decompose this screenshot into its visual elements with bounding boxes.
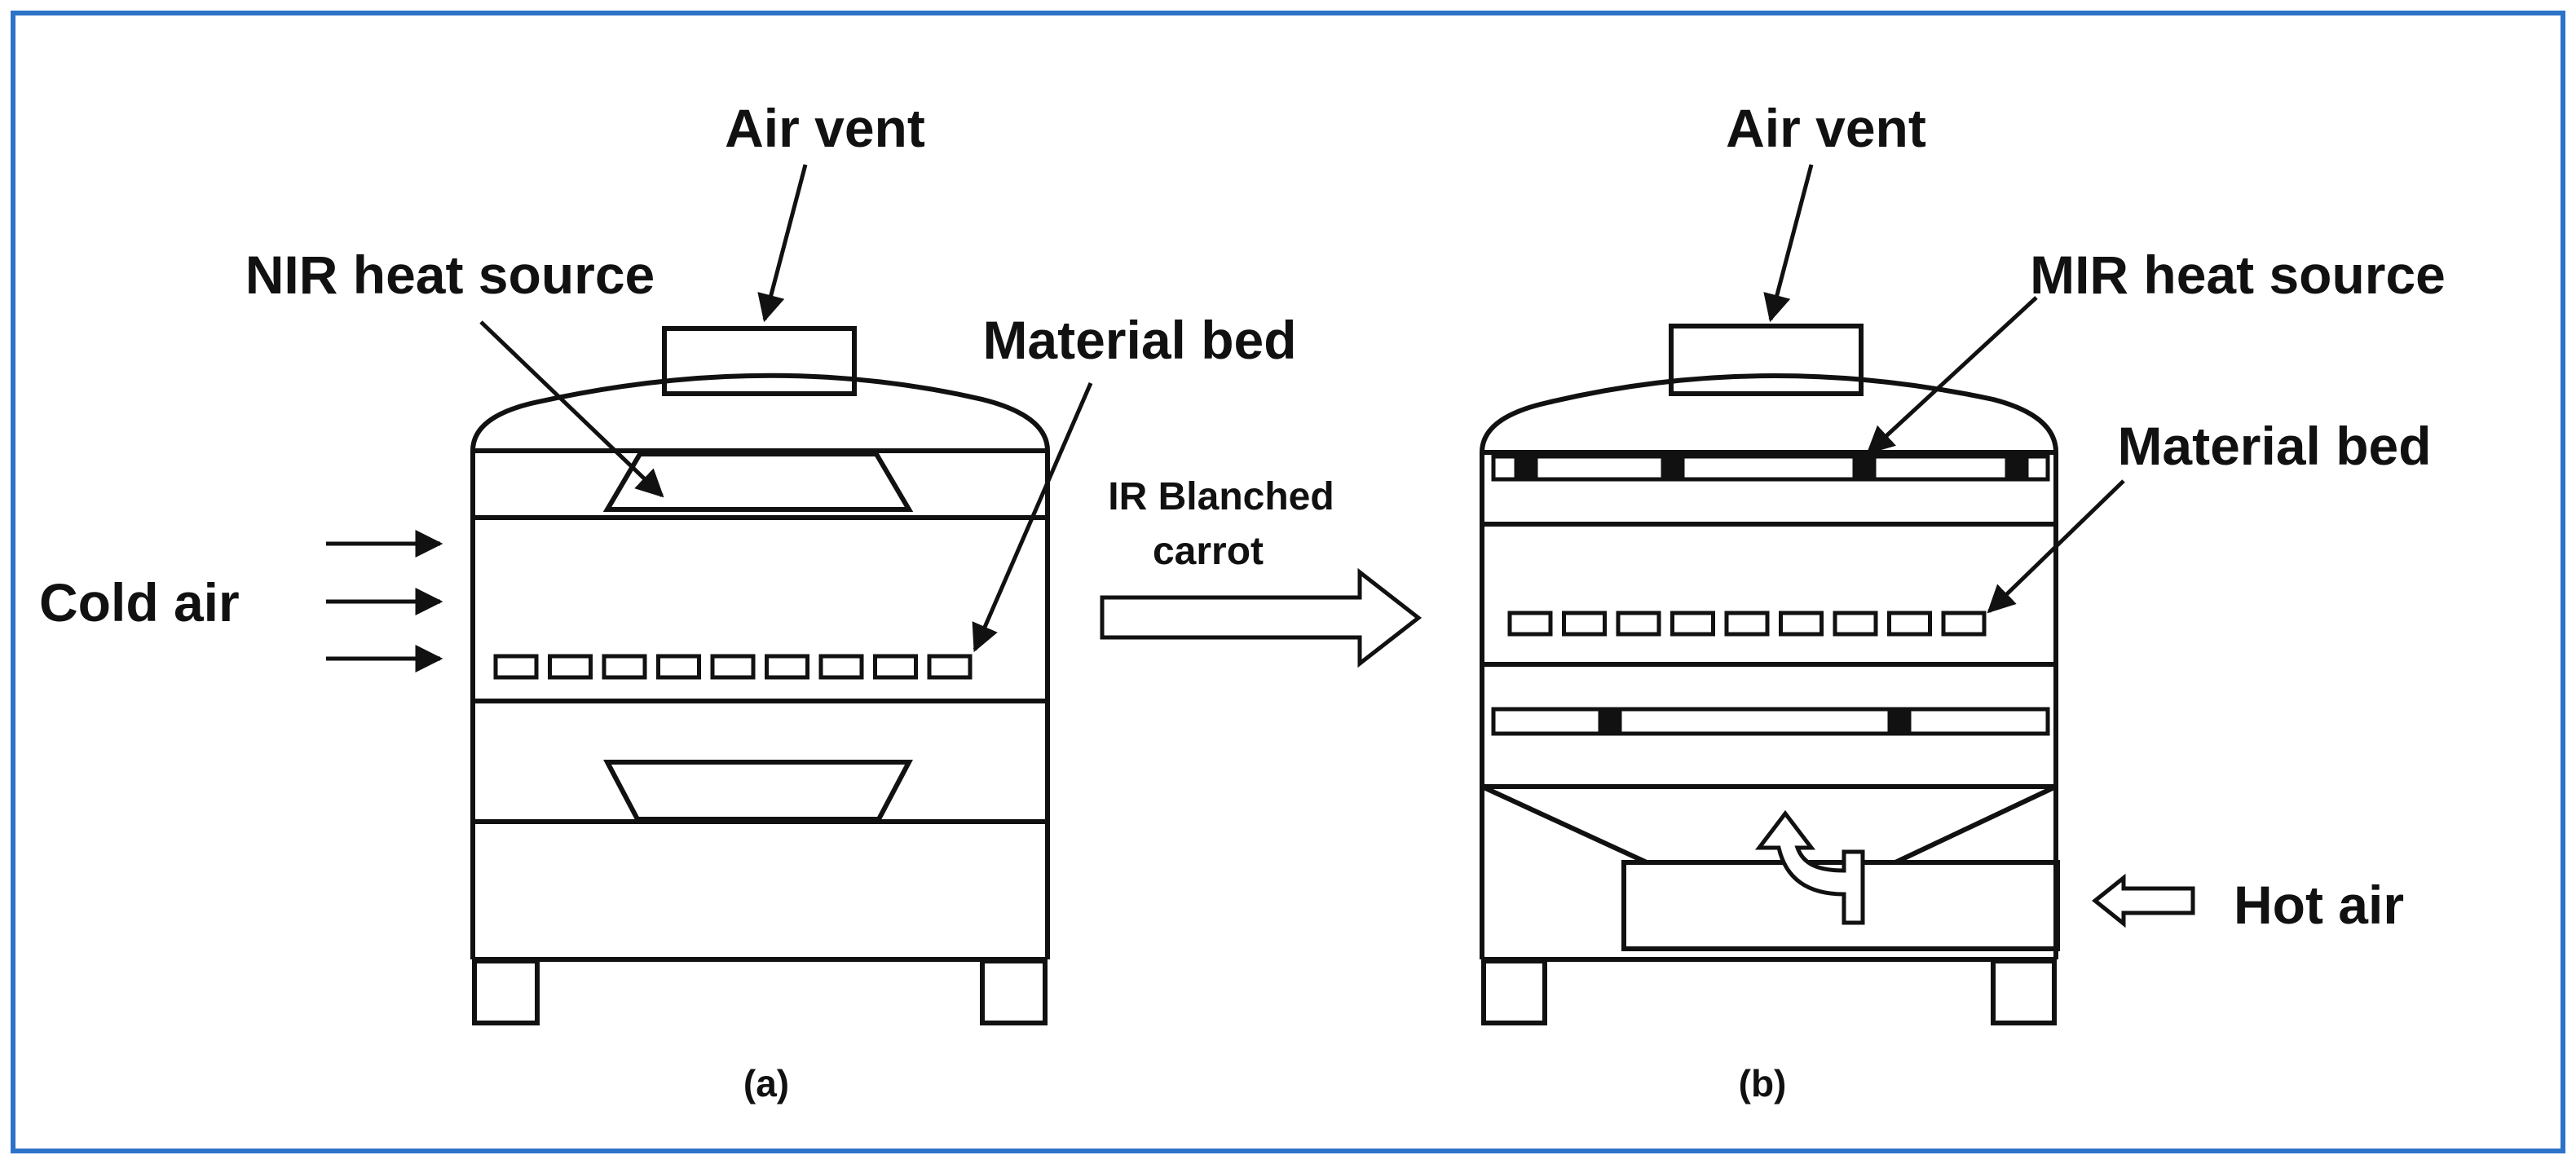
mir-heater-bottom xyxy=(1491,707,2050,736)
tray-cell xyxy=(818,654,864,680)
tray-cell xyxy=(1562,611,1607,637)
material-bed-a-label: Material bed xyxy=(982,310,1296,370)
mir-rail-bottom xyxy=(1491,707,2050,736)
nir-lamp-top xyxy=(602,452,914,512)
tray-cell xyxy=(1887,611,1932,637)
tray-cell xyxy=(493,654,539,680)
tray-cell xyxy=(1779,611,1824,637)
figure-frame xyxy=(11,11,2565,1153)
mir-source-pointer xyxy=(1866,296,2038,455)
tray-cell xyxy=(656,654,701,680)
material-bed-a-pointer xyxy=(972,382,1093,653)
nir-source-label: NIR heat source xyxy=(245,245,655,305)
tray-cell xyxy=(1941,611,1987,637)
dryer-b xyxy=(1480,324,2060,1025)
leg-b-left xyxy=(1481,959,1547,1025)
mir-heater-top xyxy=(1491,454,2050,482)
tray-cell xyxy=(710,654,756,680)
mir-element xyxy=(1514,454,1538,482)
hot-air-arrow xyxy=(2091,873,2195,928)
mir-element xyxy=(2005,454,2029,482)
leader-arrows-b xyxy=(1763,164,2125,614)
mir-source-label: MIR heat source xyxy=(2030,245,2446,305)
material-bed-b-pointer xyxy=(1987,479,2125,614)
transfer-label-line1: IR Blanched xyxy=(1108,475,1334,518)
tray-cell xyxy=(1507,611,1553,637)
leg-a-left xyxy=(472,959,540,1025)
tray-cell xyxy=(602,654,647,680)
material-bed-b xyxy=(1507,611,1987,637)
mir-rail-top xyxy=(1491,454,2050,482)
mir-element xyxy=(1661,454,1685,482)
hopper-left xyxy=(1480,784,1648,865)
tray-cell xyxy=(1670,611,1715,637)
transfer-arrow xyxy=(1100,567,1423,668)
tray-cell xyxy=(1616,611,1661,637)
nir-lamp-bottom xyxy=(603,760,913,822)
dome-a xyxy=(470,373,1050,452)
caption-a: (a) xyxy=(743,1062,789,1104)
air-duct xyxy=(1621,860,2060,951)
cold-air-arrows xyxy=(326,530,443,672)
tray-cell xyxy=(548,654,593,680)
air-vent-a xyxy=(662,326,857,396)
hot-air-label: Hot air xyxy=(2234,875,2404,935)
tray-cell xyxy=(873,654,918,680)
nir-source-pointer xyxy=(479,320,664,498)
air-vent-b-pointer xyxy=(1763,164,1814,323)
tray-cell xyxy=(927,654,973,680)
leg-a-right xyxy=(980,959,1048,1025)
air-vent-b-label: Air vent xyxy=(1726,98,1926,158)
internal-airflow-arrow xyxy=(1754,809,1865,925)
cold-air-label: Cold air xyxy=(39,572,240,633)
air-vent-b xyxy=(1669,324,1864,396)
tray-cell xyxy=(765,654,809,680)
air-vent-a-label: Air vent xyxy=(725,98,925,158)
mir-element xyxy=(1598,707,1622,736)
dryer-a xyxy=(470,326,1050,1025)
leg-b-right xyxy=(1991,959,2057,1025)
tray-cell xyxy=(1833,611,1878,637)
caption-b: (b) xyxy=(1739,1062,1787,1104)
material-bed-b-label: Material bed xyxy=(2117,416,2431,476)
transfer-label-line2: carrot xyxy=(1153,530,1264,573)
material-bed-a xyxy=(493,654,973,680)
tray-cell xyxy=(1724,611,1770,637)
mir-element xyxy=(1887,707,1912,736)
leader-arrows-a xyxy=(479,164,1093,653)
hopper-right xyxy=(1894,784,2058,865)
air-vent-a-pointer xyxy=(757,164,808,323)
dome-b xyxy=(1480,373,2058,453)
mir-element xyxy=(1852,454,1877,482)
